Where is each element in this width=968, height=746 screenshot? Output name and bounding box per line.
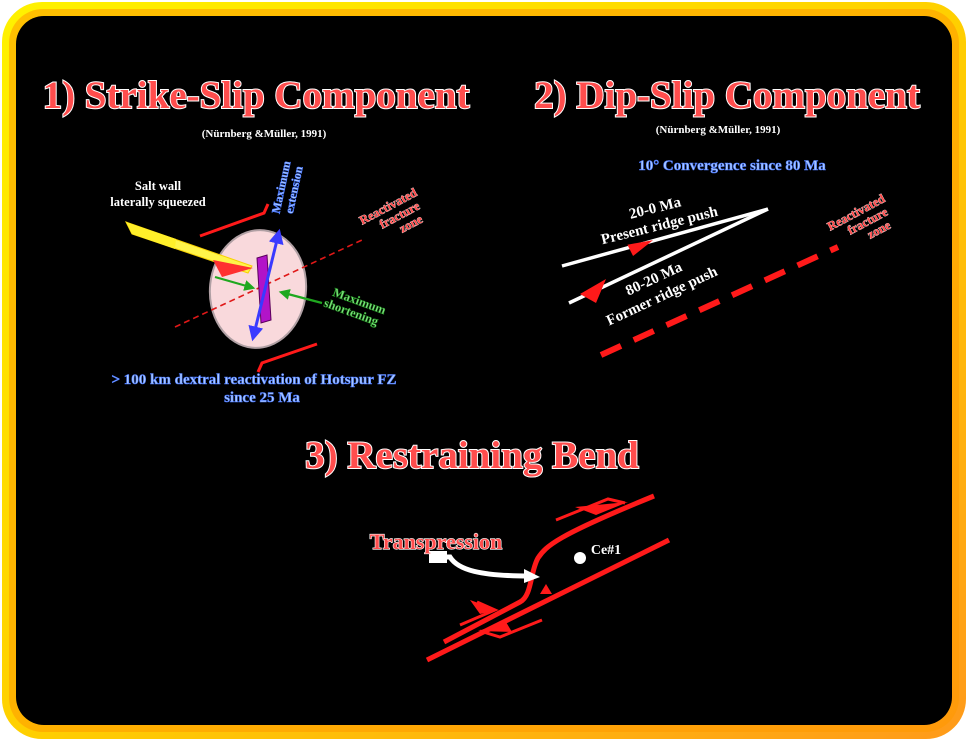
lower-slip-arrow: [479, 618, 543, 639]
upper-half-arrow: [199, 203, 270, 238]
left-slip-arrowhead: [470, 600, 498, 614]
extension-arrow: [248, 228, 284, 342]
dextral-label-2: since 25 Ma: [224, 390, 300, 406]
panel3-title: 3) Restraining Bend: [305, 434, 639, 477]
black-panel: [16, 16, 952, 725]
convergence-label: 10° Convergence since 80 Ma: [638, 158, 826, 174]
upper-slip-arrow: [555, 497, 626, 522]
lower-half-arrow: [256, 342, 318, 373]
shortening-arrow-left: [214, 275, 256, 291]
bend-fault: [442, 493, 655, 645]
present-push-line: [561, 207, 769, 268]
lower-slip-arrowhead: [478, 622, 512, 632]
panel-strike-slip: 1) Strike-Slip Component (Nürnberg &Müll…: [42, 73, 471, 406]
panel2-citation: (Nürnberg &Müller, 1991): [656, 124, 781, 136]
salt-wall-label-2: laterally squeezed: [110, 195, 206, 209]
present-push-arrowhead: [627, 240, 654, 257]
southern-fault: [425, 537, 671, 663]
transpression-arrow: [429, 554, 531, 579]
well-marker: [574, 552, 586, 564]
shortening-arrow-right: [278, 289, 323, 305]
upper-slip-arrowhead: [575, 502, 628, 515]
salt-wall-arrowhead: [213, 260, 253, 277]
transpression-arrowhead: [524, 569, 540, 583]
salt-wall-wedge-tip: [126, 222, 176, 249]
panel2-title: 2) Dip-Slip Component: [534, 74, 920, 117]
dextral-label-1: > 100 km dextral reactivation of Hotspur…: [111, 372, 396, 388]
former-push-arrowhead: [580, 279, 606, 303]
transpression-label: Transpression: [370, 529, 502, 554]
bend-tick-arrowhead: [540, 584, 552, 594]
panel1-citation: (Nürnberg &Müller, 1991): [202, 128, 327, 140]
panel-restraining-bend: 3) Restraining Bend Transpression Ce#1: [304, 433, 671, 663]
panel2-fracture-zone-line: [599, 244, 840, 358]
well-label: Ce#1: [591, 543, 621, 558]
transpression-arrow-tail: [429, 551, 447, 563]
salt-wall-label-1: Salt wall: [135, 179, 182, 193]
panel1-title: 1) Strike-Slip Component: [43, 74, 470, 117]
